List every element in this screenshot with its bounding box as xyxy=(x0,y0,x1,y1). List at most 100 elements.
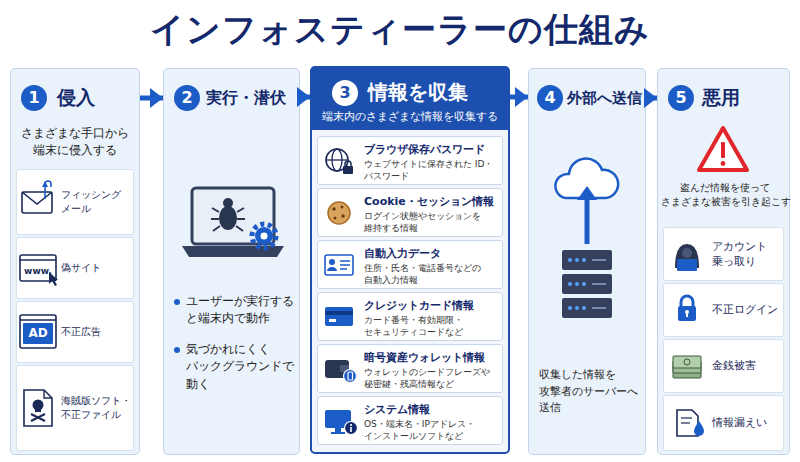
stolen-data-item: システム情報OS・端末名・IPアドレス・ インストールソフトなど xyxy=(317,396,503,445)
infected-laptop-illustration-part xyxy=(255,227,273,245)
infected-laptop-illustration-part xyxy=(211,218,219,220)
cloud-server-illustration-part xyxy=(568,258,572,262)
account-hijack-icon-part xyxy=(682,248,692,258)
warning-sign xyxy=(699,128,747,170)
item-detail: ウェブサイトに保存された ID・パスワード xyxy=(364,159,502,182)
step-number: 5 xyxy=(668,85,694,111)
infected-laptop-illustration-part xyxy=(223,198,233,208)
system-info-icon-part xyxy=(325,410,351,428)
infected-laptop-illustration-part xyxy=(192,188,274,244)
item-text: フィッシング メール xyxy=(61,188,133,216)
cookie-icon-part xyxy=(341,214,345,218)
cloud-server-illustration-part xyxy=(585,196,590,244)
data-leak-icon-part xyxy=(681,417,692,418)
infected-laptop-illustration xyxy=(182,188,284,257)
flow-arrow xyxy=(300,95,310,100)
cloud-server-illustration-part xyxy=(562,274,612,294)
phishing-mail-icon-part xyxy=(22,192,52,204)
autofill-card-icon-part xyxy=(340,260,350,262)
step-description: さまざまな手口から 端末に侵入する xyxy=(15,125,135,158)
item-title: ブラウザ保存パスワード xyxy=(364,143,502,156)
malicious-ad-icon-part xyxy=(20,319,56,320)
cloud-server-illustration-part xyxy=(582,258,586,262)
system-info-icon xyxy=(325,410,358,435)
item-text: 金銭被害 xyxy=(712,358,756,373)
infected-laptop-illustration-part xyxy=(219,206,237,230)
item-title: Cookie・セッション情報 xyxy=(364,195,502,208)
cookie-icon-part xyxy=(328,202,350,224)
browser-password-icon-part xyxy=(345,161,351,167)
item-detail: 住所・氏名・電話番号などの 自動入力情報 xyxy=(364,263,502,286)
pirated-file-icon-part xyxy=(31,414,45,421)
bullet-text: ユーザーが実行する と端末内で動作 xyxy=(174,293,294,328)
credit-card-icon-part xyxy=(325,307,353,326)
damage-item: アカウント 乗っ取り xyxy=(663,227,784,281)
step-heading: 実行・潜伏 xyxy=(206,88,286,107)
icon-text: www. xyxy=(20,264,56,278)
malicious-ad-icon-part xyxy=(20,315,56,348)
step-panel-highlight: 3情報を収集端末内のさまざまな情報を収集するブラウザ保存パスワードウェブサイトに… xyxy=(310,66,510,454)
item-detail: カード番号・有効期限・ セキュリティコードなど xyxy=(364,315,502,338)
autofill-card-icon-part xyxy=(329,259,335,265)
bullet-text: 気づかれにくく バックグラウンドで 動く xyxy=(174,341,294,393)
step-panel: 1侵入さまざまな手口から 端末に侵入するフィッシング メール偽サイト不正広告海賊… xyxy=(10,68,140,455)
pirated-file-icon-part xyxy=(24,390,52,426)
infected-laptop-illustration-part xyxy=(182,246,284,257)
cloud-server-illustration-part xyxy=(592,283,606,285)
pirated-file-icon xyxy=(24,390,52,426)
infected-laptop-illustration-part xyxy=(236,226,243,231)
cloud-server-illustration-part xyxy=(568,282,572,286)
cloud-server-illustration-part xyxy=(555,159,618,198)
system-info-icon-part xyxy=(331,432,345,434)
warning-sign-part xyxy=(721,161,726,166)
money-icon-part xyxy=(673,361,701,373)
item-text: 情報漏えい xyxy=(712,415,767,430)
item-title: クレジットカード情報 xyxy=(364,299,502,312)
cookie-icon-part xyxy=(332,207,336,211)
fake-site-icon-part xyxy=(20,259,56,260)
step-number: 1 xyxy=(21,85,47,111)
step-heading: 悪用 xyxy=(702,86,740,109)
infected-laptop-illustration-part xyxy=(237,208,244,212)
step-panel: 2実行・潜伏ユーザーが実行する と端末内で動作気づかれにくく バックグラウンドで… xyxy=(163,68,300,455)
account-hijack-icon-part xyxy=(677,259,697,271)
phishing-mail-icon-part xyxy=(45,181,51,199)
system-info-icon-part xyxy=(335,428,341,432)
account-hijack-icon-part xyxy=(675,244,699,268)
item-detail: ログイン状態やセッションを 維持する情報 xyxy=(364,211,502,234)
stolen-data-item: 暗号資産ウォレット情報ウォレットのシードフレーズや 秘密鍵・残高情報など xyxy=(317,344,503,393)
cloud-server-illustration-part xyxy=(568,306,572,310)
infected-laptop-illustration-part xyxy=(213,226,220,231)
browser-password-icon-part xyxy=(343,166,353,174)
data-leak-icon xyxy=(677,410,704,436)
infected-laptop-illustration-part xyxy=(237,218,245,220)
step-number: 4 xyxy=(537,85,563,111)
method-item: 海賊版ソフト・ 不正ファイル xyxy=(16,365,134,451)
cloud-server-illustration-part xyxy=(577,186,597,200)
flow-arrow xyxy=(140,96,163,101)
item-detail: OS・端末名・IPアドレス・ インストールソフトなど xyxy=(364,419,502,442)
cloud-server-illustration-part xyxy=(562,298,612,318)
cloud-server-illustration-part xyxy=(575,282,579,286)
item-title: 自動入力データ xyxy=(364,247,502,260)
damage-item: 不正ログイン xyxy=(663,283,784,337)
item-text: アカウント 乗っ取り xyxy=(712,239,783,270)
cloud-server-illustration-part xyxy=(575,258,579,262)
money-icon-part xyxy=(673,366,701,378)
warning-sign-part xyxy=(721,142,725,158)
browser-password-icon-part xyxy=(332,149,342,171)
flow-arrow xyxy=(646,96,657,101)
stolen-data-item: クレジットカード情報カード番号・有効期限・ セキュリティコードなど xyxy=(317,292,503,341)
malicious-ad-icon-part xyxy=(23,323,53,344)
crypto-wallet-icon-part xyxy=(344,370,357,383)
autofill-card-icon-part xyxy=(325,255,353,275)
autofill-card-icon-part xyxy=(327,267,337,271)
diagram-title: インフォスティーラーの仕組み xyxy=(0,4,800,54)
data-leak-icon-part xyxy=(694,421,704,436)
data-leak-icon-part xyxy=(681,422,690,423)
step-heading: 侵入 xyxy=(57,86,95,109)
cloud-server-illustration-part xyxy=(592,259,606,261)
